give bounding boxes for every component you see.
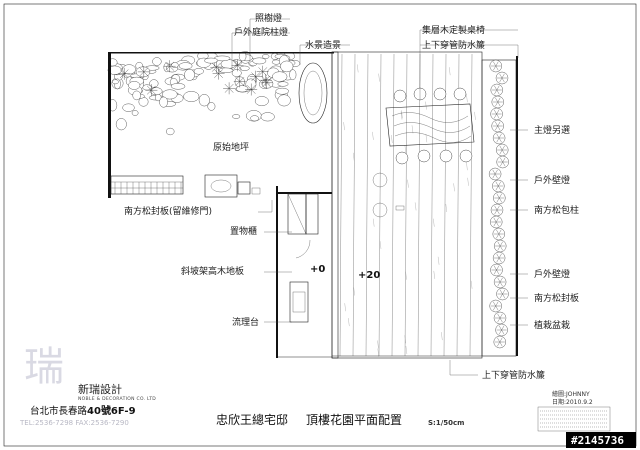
logo-mark: 瑞 <box>24 344 64 390</box>
label-storage: 置物櫃 <box>230 225 257 237</box>
company-address: 台北市長春路40號6F-9 <box>30 404 136 417</box>
label-table-bench: 集層木定製桌椅 <box>422 24 485 36</box>
company-phone: TEL:2536-7298 FAX:2536-7290 <box>19 419 129 427</box>
water-feature-inner <box>303 70 323 116</box>
watermark-text: #2145736 <box>571 434 624 447</box>
drawing-date: 日期:2010.9.2 <box>552 398 593 406</box>
level-0: +0 <box>310 264 325 275</box>
company-name-en: NOBLE & DECORATION CO. LTD <box>78 396 156 402</box>
left-wall <box>108 52 111 198</box>
label-lamp: 照樹燈 <box>255 12 282 24</box>
deck-edge-column <box>331 51 339 359</box>
leader-lines <box>231 18 528 376</box>
right-wall <box>516 56 518 356</box>
address-number: 40 <box>87 406 101 417</box>
label-wall-lamp-2: 戶外壁燈 <box>534 268 570 280</box>
drawing-title: 頂樓花園平面配置 <box>306 412 402 427</box>
label-pine-board: 南方松封板 <box>534 292 579 304</box>
level-20: +20 <box>358 270 380 281</box>
label-sand-board: 南方松封板(留維修門) <box>124 205 212 217</box>
label-bottom-curtain: 上下穿管防水簾 <box>482 369 545 381</box>
label-garden-post-lamp: 戶外庭院柱燈 <box>234 26 288 38</box>
label-main-lamp: 主燈另選 <box>534 124 570 136</box>
label-top-curtain: 上下穿管防水簾 <box>422 39 485 51</box>
rock-garden <box>107 51 301 136</box>
watermark-stamp <box>566 432 636 448</box>
drawing-scale: S:1/50cm <box>428 419 464 427</box>
project-title: 忠欣王總宅邸 <box>216 412 288 427</box>
drawn-by: 繪圖:JOHNNY <box>552 390 590 398</box>
lamp-marker-2 <box>372 202 388 218</box>
wooden-deck <box>331 51 483 359</box>
company-name: 新瑞設計 <box>78 382 122 396</box>
label-pine-column: 南方松包柱 <box>534 204 579 216</box>
label-planter: 植栽盆栽 <box>534 319 570 331</box>
lamp-marker-1 <box>372 172 388 188</box>
company-logo-area: 瑞 新瑞設計 NOBLE & DECORATION CO. LTD 台北市長春路… <box>19 344 156 427</box>
planter-column <box>481 59 517 357</box>
top-wall <box>108 52 334 54</box>
label-original-floor: 原始地坪 <box>213 141 249 153</box>
water-feature-shape <box>298 62 328 124</box>
utility-block <box>204 174 261 198</box>
address-suffix: 號6F-9 <box>101 404 136 417</box>
label-slope-floor: 斜坡架高木地板 <box>181 265 244 277</box>
pine-board-strip <box>110 175 184 195</box>
table-bench <box>385 87 475 165</box>
label-water-feature: 水景造景 <box>305 39 341 51</box>
deck-marker <box>395 205 405 211</box>
sheet-border <box>3 3 637 447</box>
address-prefix: 台北市長春路 <box>30 405 88 417</box>
label-wall-lamp-1: 戶外壁燈 <box>534 174 570 186</box>
title-block: 繪圖:JOHNNY 日期:2010.9.2 <box>537 390 611 432</box>
label-sink: 流理台 <box>232 316 259 328</box>
